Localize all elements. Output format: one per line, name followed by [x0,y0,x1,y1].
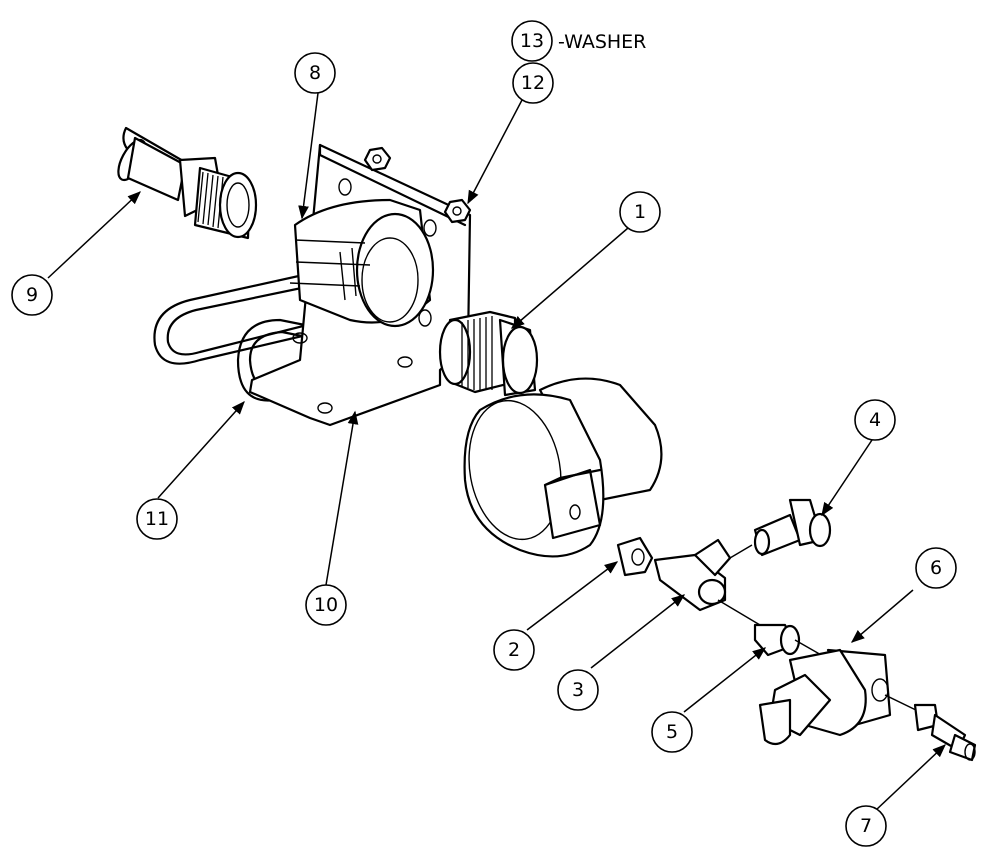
callout-7: 7 [845,805,887,847]
callout-13: 13 -WASHER [511,20,646,62]
callout-5: 5 [651,711,693,753]
callout-4: 4 [854,399,896,441]
svg-text:10: 10 [314,594,338,616]
svg-text:5: 5 [666,721,678,743]
saddle-collar [289,198,435,328]
elbow-fitting [753,498,832,557]
small-barb-fitting [884,694,977,762]
svg-text:7: 7 [860,815,872,837]
pump-body [463,377,663,558]
hose-barb-fitting [117,126,258,240]
callout-8: 8 [294,52,336,94]
callout-11: 11 [136,498,178,540]
svg-text:3: 3 [572,679,584,701]
svg-text:12: 12 [521,72,545,94]
svg-text:1: 1 [634,201,646,223]
callout-2: 2 [493,629,535,671]
hex-nut [363,146,472,224]
leader-lines [47,92,946,811]
svg-text:13: 13 [520,30,544,52]
svg-text:4: 4 [869,409,881,431]
washer-label: -WASHER [558,31,646,53]
callout-12: 12 [512,62,554,104]
svg-text:2: 2 [508,639,520,661]
adapter-bushing [616,536,654,577]
coupling [717,599,831,661]
callout-1: 1 [619,191,661,233]
threaded-nipple [438,310,539,397]
callout-3: 3 [557,669,599,711]
tee-fitting [653,538,753,612]
svg-text:11: 11 [145,508,169,530]
callout-10: 10 [305,584,347,626]
valve [758,648,892,746]
callout-9: 9 [11,274,53,316]
svg-text:8: 8 [309,62,321,84]
callout-6: 6 [915,547,957,589]
svg-text:6: 6 [930,557,942,579]
svg-text:9: 9 [26,284,38,306]
